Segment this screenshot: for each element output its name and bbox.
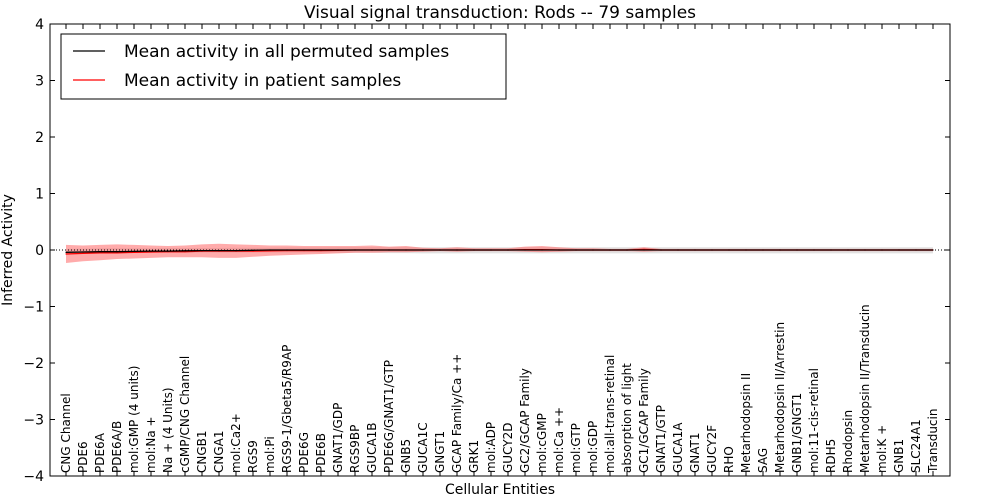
x-tick-label: mol:GTP xyxy=(569,423,583,473)
point-permuted xyxy=(507,249,509,251)
point-patient xyxy=(82,252,84,254)
x-tick-label: mol:K + xyxy=(875,425,889,473)
x-tick-label: Metarhodopsin II/Arrestin xyxy=(773,322,787,473)
chart-title: Visual signal transduction: Rods -- 79 s… xyxy=(304,3,696,23)
point-permuted xyxy=(558,249,560,251)
point-permuted xyxy=(303,249,305,251)
x-tick-label: Rhodopsin xyxy=(841,410,855,473)
x-tick-label: mol:all-trans-retinal xyxy=(603,355,617,473)
x-tick-label: PDE6 xyxy=(76,441,90,473)
x-tick-label: GRK1 xyxy=(467,440,481,473)
x-tick-label: mol:GDP xyxy=(586,421,600,473)
x-tick-label: GCAP Family/Ca ++ xyxy=(450,354,464,473)
point-patient xyxy=(99,252,101,254)
x-tick-label: RGS9-1/Gbeta5/R9AP xyxy=(280,345,294,473)
x-tick-label: mol:cGMP xyxy=(535,413,549,473)
x-tick-label: PDE6G/GNAT1/GTP xyxy=(382,360,396,473)
legend: Mean activity in all permuted samples Me… xyxy=(60,33,507,100)
point-permuted xyxy=(201,249,203,252)
x-tick-label: GNB1/GNGT1 xyxy=(790,393,804,473)
point-permuted xyxy=(167,250,169,252)
x-tick-label: GNGT1 xyxy=(433,431,447,473)
y-tick-label: 1 xyxy=(35,187,44,203)
point-permuted xyxy=(813,249,815,251)
x-tick-label: RGS9BP xyxy=(348,425,362,473)
x-tick-label: mol:11-cis-retinal xyxy=(807,368,821,473)
legend-label-permuted: Mean activity in all permuted samples xyxy=(124,42,449,62)
x-tick-label: GC1/GCAP Family xyxy=(637,368,651,473)
y-tick-label: −3 xyxy=(23,413,44,429)
x-tick-label: absorption of light xyxy=(620,363,634,473)
x-tick-label: Na + (4 Units) xyxy=(161,387,175,473)
x-tick-label: Metarhodopsin II xyxy=(739,373,753,473)
point-permuted xyxy=(82,251,84,253)
point-permuted xyxy=(116,251,118,253)
x-tick-label: GC2/GCAP Family xyxy=(518,368,532,473)
x-tick-label: CNGB1 xyxy=(195,430,209,473)
legend-box xyxy=(60,33,507,100)
point-permuted xyxy=(609,249,611,251)
point-permuted xyxy=(150,250,152,252)
point-patient xyxy=(116,252,118,254)
x-tick-label: PDE6A/B xyxy=(110,421,124,473)
x-tick-label: GNAT1/GDP xyxy=(331,403,345,473)
x-tick-label: RDH5 xyxy=(824,439,838,473)
point-patient xyxy=(65,253,67,255)
point-permuted xyxy=(915,249,917,251)
point-permuted xyxy=(660,249,662,251)
x-tick-label: PDE6B xyxy=(314,433,328,473)
x-tick-label: GUCA1A xyxy=(671,422,685,473)
x-tick-label: GUCY2D xyxy=(501,423,515,473)
point-permuted xyxy=(711,249,713,251)
point-permuted xyxy=(354,249,356,251)
x-tick-label: GUCA1C xyxy=(416,422,430,473)
x-tick-label: Metarhodopsin II/Transducin xyxy=(858,304,872,473)
x-tick-label: Transducin xyxy=(926,409,940,474)
point-permuted xyxy=(65,251,67,253)
legend-label-patient: Mean activity in patient samples xyxy=(124,71,401,91)
point-permuted xyxy=(762,249,764,251)
x-tick-label: mol:GMP (4 units) xyxy=(127,366,141,473)
y-axis-label: Inferred Activity xyxy=(0,194,16,306)
y-axis: 4 3 2 1 0 −1 −2 −3 −4 xyxy=(23,17,950,485)
y-tick-label: −2 xyxy=(23,356,44,372)
x-axis-label: Cellular Entities xyxy=(445,482,555,498)
point-permuted xyxy=(99,251,101,253)
x-tick-label: CNGA1 xyxy=(212,431,226,474)
x-tick-label: SAG xyxy=(756,448,770,473)
x-tick-label: cGMP/CNG Channel xyxy=(178,356,192,473)
x-tick-label: GUCY2F xyxy=(705,425,719,473)
x-tick-label: PDE6G xyxy=(297,432,311,473)
x-tick-label: CNG Channel xyxy=(59,393,73,473)
x-tick-label: GNAT1 xyxy=(688,432,702,473)
point-permuted xyxy=(184,250,186,252)
y-tick-label: 2 xyxy=(35,130,44,146)
point-permuted xyxy=(405,249,407,251)
x-tick-label: mol:Na + xyxy=(144,416,158,473)
y-tick-label: 3 xyxy=(35,74,44,90)
point-permuted xyxy=(456,249,458,251)
y-tick-label: 0 xyxy=(35,243,44,259)
x-tick-label: SLC24A1 xyxy=(909,419,923,473)
x-tick-label: RGS9 xyxy=(246,440,260,473)
y-tick-label: −4 xyxy=(23,469,44,485)
y-tick-label: −1 xyxy=(23,300,44,316)
x-tick-label: mol:Ca ++ xyxy=(552,407,566,473)
x-tick-label: mol:Pi xyxy=(263,436,277,473)
band-patient xyxy=(66,243,933,263)
x-tick-label: mol:ADP xyxy=(484,422,498,473)
x-tick-label: GUCA1B xyxy=(365,422,379,473)
x-tick-label: mol:Ca2+ xyxy=(229,413,243,473)
x-tick-label: RHO xyxy=(722,446,736,473)
point-permuted xyxy=(133,250,135,253)
x-tick-label: GNB1 xyxy=(892,439,906,473)
point-permuted xyxy=(252,249,254,251)
x-tick-label: PDE6A xyxy=(93,432,107,473)
x-tick-label: GNB5 xyxy=(399,439,413,473)
y-tick-label: 4 xyxy=(35,17,44,33)
point-permuted xyxy=(864,249,866,251)
x-tick-label: GNAT1/GTP xyxy=(654,405,668,473)
